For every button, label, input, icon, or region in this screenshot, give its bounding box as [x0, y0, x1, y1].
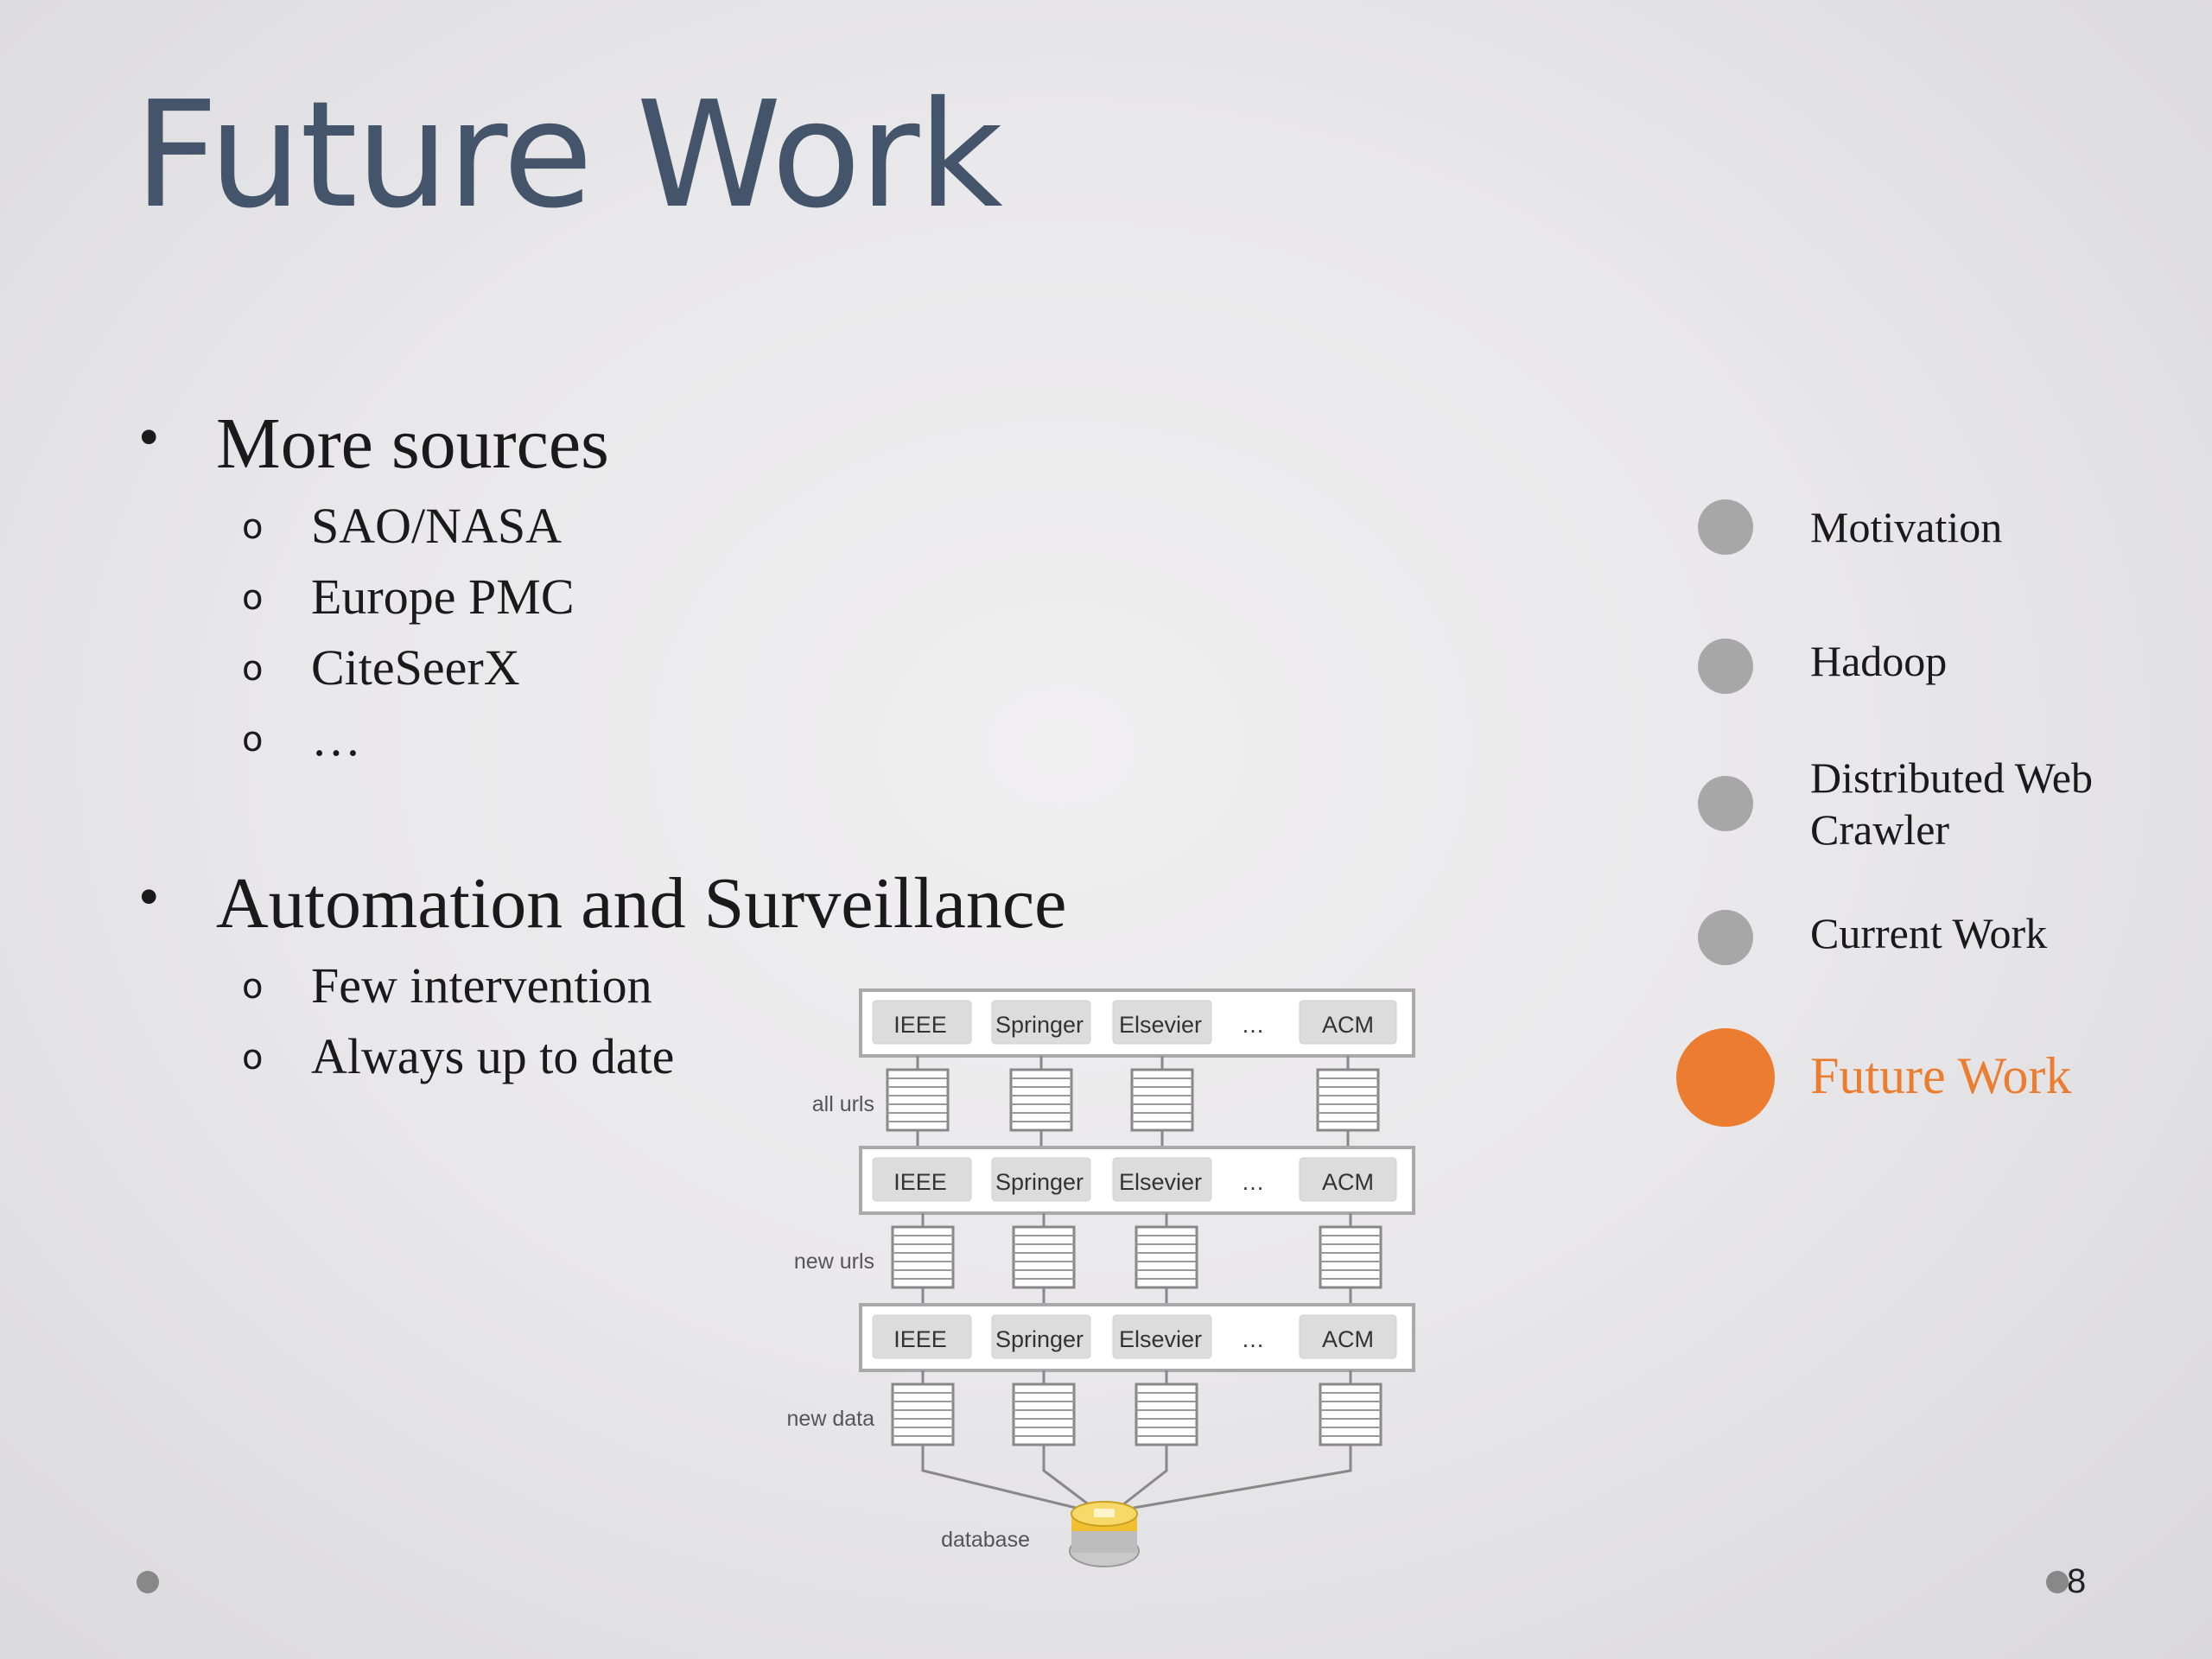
- queue-icon: [886, 1068, 950, 1132]
- source-label: Springer: [995, 1169, 1084, 1195]
- footer-left-dot: [137, 1571, 159, 1593]
- source-pill: [872, 1314, 972, 1359]
- bullet-dot: •: [138, 864, 160, 931]
- connector-line: [1042, 1445, 1094, 1510]
- source-pill: [991, 1314, 1091, 1359]
- source-label: Elsevier: [1119, 1012, 1202, 1038]
- stage-label: new urls: [794, 1249, 874, 1274]
- queue-icon: [1135, 1382, 1198, 1446]
- nav-dot-icon: [1698, 639, 1753, 694]
- queue-icon: [1012, 1382, 1076, 1446]
- source-label: IEEE: [893, 1169, 947, 1195]
- nav-dot-icon: [1676, 1028, 1775, 1127]
- sub-bullet: o Europe PMC: [242, 569, 575, 625]
- connector-line: [1133, 1445, 1352, 1510]
- page-number: 8: [2067, 1562, 2087, 1600]
- database-icon: [1094, 1509, 1115, 1517]
- source-pill: [1112, 1157, 1212, 1202]
- bullet-automation: • Automation and Surveillance: [138, 868, 1066, 940]
- stage-label: all urls: [812, 1092, 874, 1116]
- nav-label: Hadoop: [1810, 637, 1948, 685]
- nav-dot-icon: [1698, 776, 1753, 831]
- sub-bullet-text: SAO/NASA: [311, 498, 563, 554]
- nav-label: Motivation: [1810, 503, 2003, 551]
- source-label: Springer: [995, 1326, 1084, 1352]
- source-label: ACM: [1322, 1012, 1374, 1038]
- source-pill: [1112, 1314, 1212, 1359]
- source-label: Elsevier: [1119, 1169, 1202, 1195]
- sub-bullet: o …: [242, 714, 361, 764]
- sub-bullet-marker: o: [242, 507, 264, 547]
- sub-bullet-marker: o: [242, 1038, 264, 1077]
- source-label: ACM: [1322, 1326, 1374, 1352]
- source-pill: [872, 1000, 972, 1045]
- sub-bullet: o SAO/NASA: [242, 498, 563, 554]
- nav-dot-icon: [1698, 499, 1753, 555]
- queue-icon: [1319, 1225, 1382, 1289]
- nav-item-future-work[interactable]: Future Work: [1676, 1011, 2177, 1132]
- sub-bullet: o Few intervention: [242, 961, 652, 1011]
- nav-label: Future Work: [1810, 1047, 2072, 1104]
- source-label: Springer: [995, 1012, 1084, 1038]
- sub-bullet-text: Few intervention: [311, 957, 652, 1014]
- queue-icon: [1319, 1382, 1382, 1446]
- source-pill: [1299, 1314, 1397, 1359]
- queue-icon: [891, 1225, 955, 1289]
- source-pill: [1112, 1000, 1212, 1045]
- bullet-heading: More sources: [216, 404, 609, 484]
- sub-bullet: o CiteSeerX: [242, 643, 520, 693]
- source-label: …: [1242, 1169, 1265, 1195]
- database-label: database: [941, 1528, 1030, 1552]
- bullet-more-sources: • More sources: [138, 408, 609, 480]
- sub-bullet-text: Europe PMC: [311, 569, 575, 625]
- nav-item-distributed-web-crawler[interactable]: Distributed Web Crawler: [1694, 743, 2177, 864]
- source-label: ACM: [1322, 1169, 1374, 1195]
- bullet-dot: •: [138, 404, 160, 471]
- source-pill: [991, 1000, 1091, 1045]
- source-pill: [1299, 1000, 1397, 1045]
- source-pill: [991, 1157, 1091, 1202]
- sub-bullet-marker: o: [242, 578, 264, 618]
- source-pill: [872, 1157, 972, 1202]
- queue-icon: [891, 1382, 955, 1446]
- sub-bullet-marker: o: [242, 649, 264, 689]
- sub-bullet-marker: o: [242, 967, 264, 1007]
- sub-bullet: o Always up to date: [242, 1032, 674, 1082]
- sub-bullet-marker: o: [242, 720, 264, 760]
- nav-item-current-work[interactable]: Current Work: [1694, 877, 2177, 998]
- sub-bullet-text: CiteSeerX: [311, 639, 520, 696]
- stage-label: new data: [787, 1407, 875, 1431]
- bullet-heading: Automation and Surveillance: [216, 863, 1067, 944]
- sub-bullet-text: …: [311, 710, 361, 766]
- connector-line: [1118, 1445, 1168, 1510]
- nav-label: Distributed Web Crawler: [1810, 753, 2093, 854]
- footer-right-dot: [2046, 1571, 2069, 1593]
- source-label: IEEE: [893, 1012, 947, 1038]
- connector-line: [921, 1445, 1077, 1510]
- source-label: …: [1242, 1012, 1265, 1038]
- source-pill: [1299, 1157, 1397, 1202]
- nav-label: Current Work: [1810, 909, 2048, 957]
- nav-item-hadoop[interactable]: Hadoop: [1694, 609, 2177, 730]
- source-label: Elsevier: [1119, 1326, 1202, 1352]
- queue-icon: [1009, 1068, 1073, 1132]
- nav-item-motivation[interactable]: Motivation: [1694, 475, 2177, 596]
- source-label: …: [1242, 1326, 1265, 1352]
- slide-title: Future Work: [134, 70, 1003, 241]
- queue-icon: [1130, 1068, 1194, 1132]
- sub-bullet-text: Always up to date: [311, 1028, 675, 1084]
- nav-dot-icon: [1698, 910, 1753, 965]
- source-label: IEEE: [893, 1326, 947, 1352]
